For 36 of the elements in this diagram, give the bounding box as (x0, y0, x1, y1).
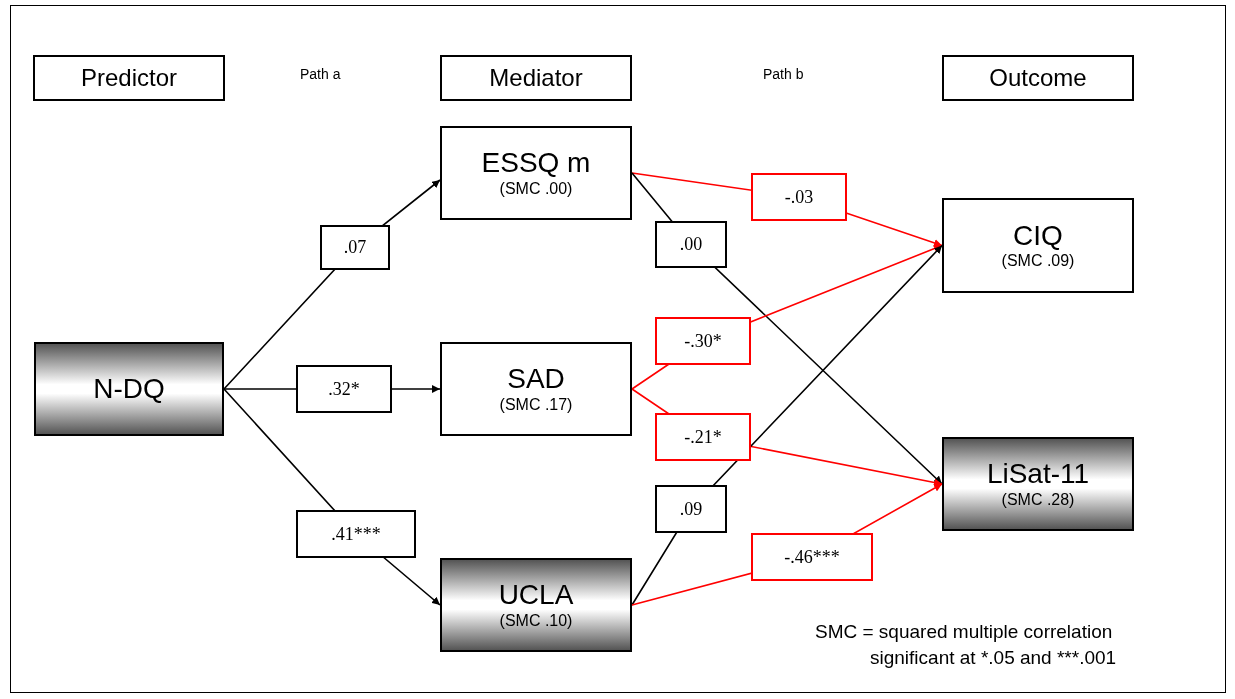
column-header-box (440, 55, 632, 101)
note: SMC = squared multiple correlation (815, 621, 1113, 643)
variable-name: CIQ (1013, 220, 1063, 252)
path-coefficient: -.30* (655, 317, 751, 365)
variable-box (942, 437, 1134, 531)
variable-box (34, 342, 224, 436)
path-coefficient: .32* (296, 365, 392, 413)
smc-value: (SMC .00) (499, 178, 573, 198)
variable-box (440, 342, 632, 436)
smc-value: (SMC .10) (499, 610, 573, 630)
path-coefficient: -.46*** (751, 533, 873, 581)
column-header-box (942, 55, 1134, 101)
smc-value: (SMC .09) (1001, 251, 1075, 271)
path-coefficient: .09 (655, 485, 727, 533)
variable-name: Outcome (989, 64, 1087, 92)
note: significant at *.05 and ***.001 (870, 647, 1117, 669)
path-coefficient: .41*** (296, 510, 416, 558)
variable-name: N-DQ (93, 373, 165, 405)
path-coefficient: .07 (320, 225, 390, 270)
variable-name: ESSQ m (481, 148, 591, 179)
variable-box (942, 198, 1134, 293)
column-header-box (33, 55, 225, 101)
path-coefficient: .00 (655, 221, 727, 268)
variable-box (440, 126, 632, 220)
variable-name: SAD (507, 364, 565, 395)
variable-name: Mediator (489, 64, 583, 92)
smc-value: (SMC .28) (1001, 489, 1075, 509)
variable-name: LiSat-11 (986, 459, 1090, 490)
path-coefficient: -.03 (751, 173, 847, 221)
path-label: Path b (763, 66, 804, 82)
variable-name: Predictor (80, 64, 177, 92)
path-label: Path a (300, 66, 341, 82)
variable-box (440, 558, 632, 652)
smc-value: (SMC .17) (499, 394, 573, 414)
variable-name: UCLA (498, 580, 574, 611)
path-coefficient: -.21* (655, 413, 751, 461)
